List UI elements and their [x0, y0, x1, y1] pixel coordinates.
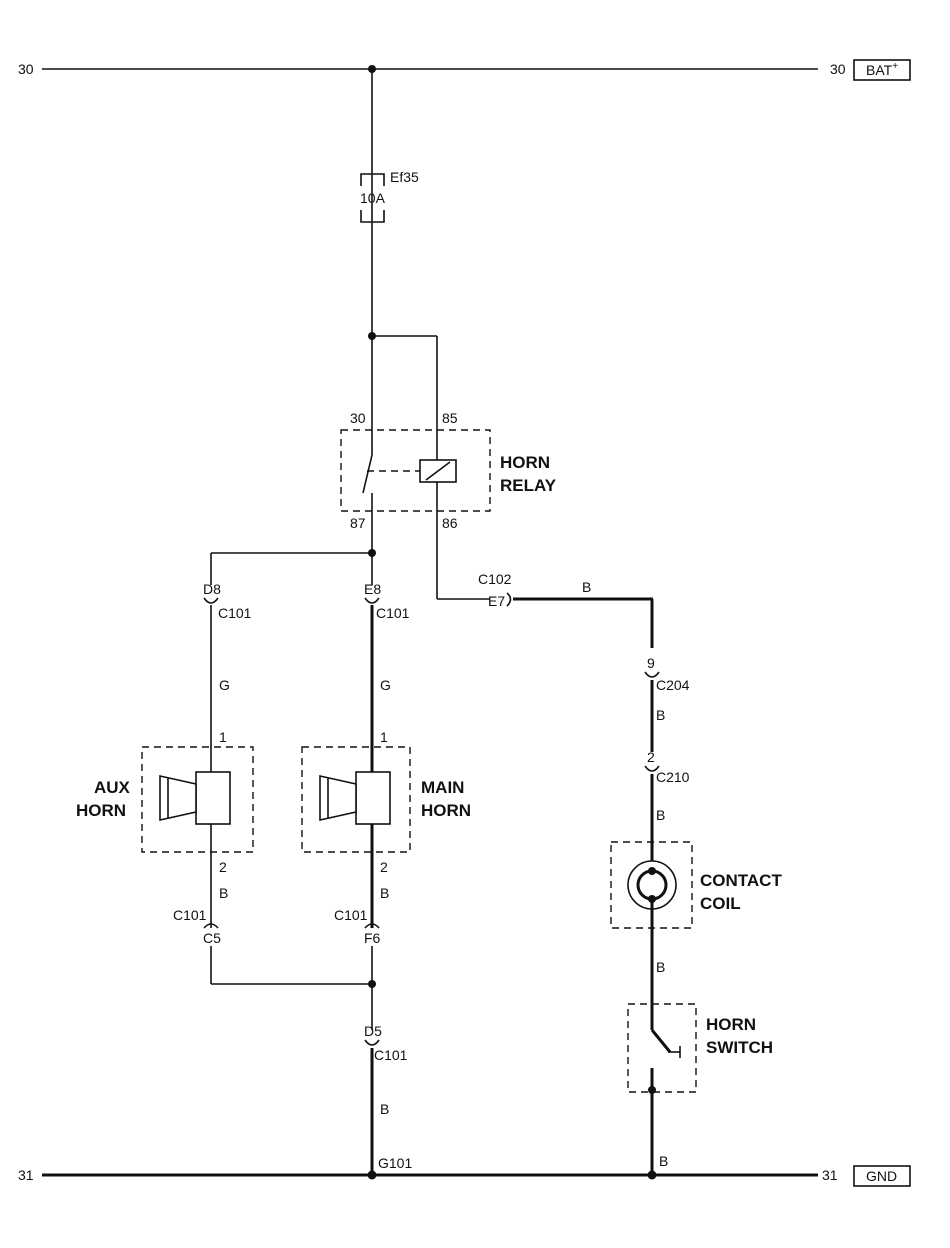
horn-ground-branch: D5 C101 B G101 [211, 980, 412, 1175]
relay-title-2: RELAY [500, 476, 557, 495]
ground-branch-wire-color: B [380, 1101, 389, 1117]
relay-pin-85: 85 [442, 410, 458, 426]
switch-ground-wire-color: B [659, 1153, 668, 1169]
aux-horn-title-2: HORN [76, 801, 126, 820]
aux-bottom-wire-color: B [219, 885, 228, 901]
bat-tag-box [853, 59, 911, 81]
main-pin2: 2 [380, 859, 388, 875]
fuse-rating: 10A [360, 190, 386, 206]
horn-switch-title-2: SWITCH [706, 1038, 773, 1057]
contact-coil-title-1: CONTACT [700, 871, 782, 890]
gnd-tag: GND [866, 1168, 897, 1184]
power-terminal-left: 30 [18, 61, 34, 77]
power-bus: 30 30 BAT+ [18, 59, 911, 81]
aux-bottom-pin: C5 [203, 930, 221, 946]
aux-top-pin: D8 [203, 581, 221, 597]
fuse-name: Ef35 [390, 169, 419, 185]
main-horn-branch: E8 C101 G 1 2 B C101 F6 MAIN HORN [301, 581, 471, 1030]
aux-pin2: 2 [219, 859, 227, 875]
main-horn-title-1: MAIN [421, 778, 464, 797]
ground-point-label: G101 [378, 1155, 412, 1171]
relay-output-wiring [210, 511, 376, 585]
main-bottom-connector: C101 [334, 907, 368, 923]
main-top-connector: C101 [376, 605, 410, 621]
ground-branch-pin: D5 [364, 1023, 382, 1039]
aux-bottom-connector: C101 [173, 907, 207, 923]
main-top-pin: E8 [364, 581, 381, 597]
main-bottom-pin: F6 [364, 930, 381, 946]
aux-horn-branch: D8 C101 G 1 2 B C101 C5 AUX HORN [76, 581, 254, 984]
horn-relay: 30 85 87 86 HORN RELAY [340, 410, 557, 531]
aux-top-connector: C101 [218, 605, 252, 621]
bat-tag: BAT+ [866, 61, 898, 78]
aux-top-wire-color: G [219, 677, 230, 693]
relay-control-connector: C102 [478, 571, 512, 587]
coil-wire2-color: B [656, 807, 665, 823]
main-top-wire-color: G [380, 677, 391, 693]
coil-conn2-pin: 2 [647, 749, 655, 765]
contact-coil-title-2: COIL [700, 894, 741, 913]
main-pin1: 1 [380, 729, 388, 745]
gnd-tag-box [853, 1165, 911, 1187]
aux-pin1: 1 [219, 729, 227, 745]
relay-pin-30: 30 [350, 410, 366, 426]
relay-pin-86: 86 [442, 515, 458, 531]
coil-wire3-color: B [656, 959, 665, 975]
fuse-ef35: Ef35 10A [360, 69, 419, 336]
horn-switch: B HORN SWITCH [627, 1003, 773, 1175]
coil-conn1-pin: 9 [647, 655, 655, 671]
relay-title-1: HORN [500, 453, 550, 472]
power-terminal-right: 30 [830, 61, 846, 77]
contact-coil-branch: 9 C204 B 2 C210 B B CONTACT COIL [610, 655, 782, 1030]
relay-feed [368, 332, 438, 460]
main-bottom-wire-color: B [380, 885, 389, 901]
aux-horn-title-1: AUX [94, 778, 131, 797]
relay-pin-87: 87 [350, 515, 366, 531]
relay-control-wire-color: B [582, 579, 591, 595]
ground-bus: 31 31 GND [18, 1165, 911, 1187]
ground-terminal-right: 31 [822, 1167, 838, 1183]
ground-terminal-left: 31 [18, 1167, 34, 1183]
horn-switch-title-1: HORN [706, 1015, 756, 1034]
main-horn-title-2: HORN [421, 801, 471, 820]
ground-branch-connector: C101 [374, 1047, 408, 1063]
coil-conn1: C204 [656, 677, 690, 693]
relay-control-pin: E7 [488, 593, 505, 609]
coil-conn2: C210 [656, 769, 690, 785]
relay-control-wiring: C102 E7 B [436, 511, 654, 648]
coil-wire1-color: B [656, 707, 665, 723]
